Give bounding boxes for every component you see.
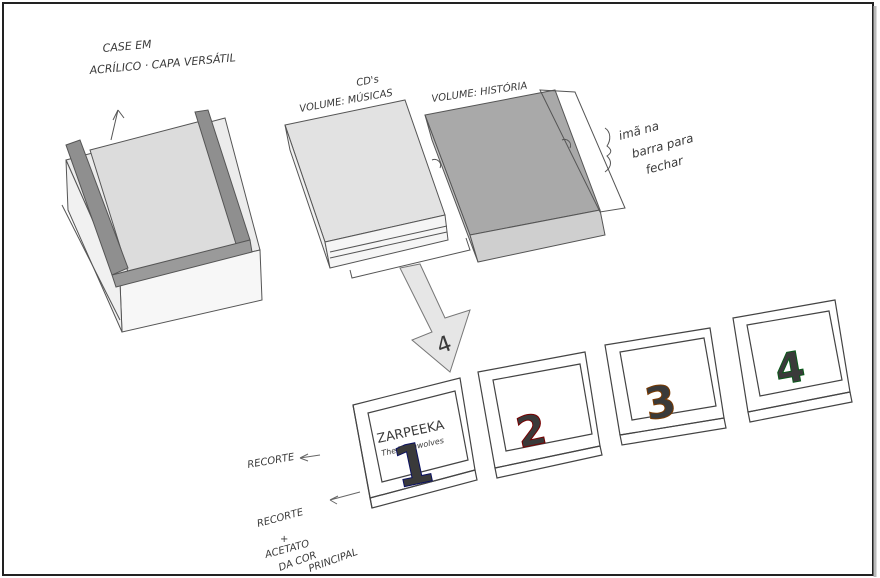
sketch-sheet: 4 1 2 3 4 ZARPEEKA The Teenwolves CASE E… [0, 0, 880, 578]
